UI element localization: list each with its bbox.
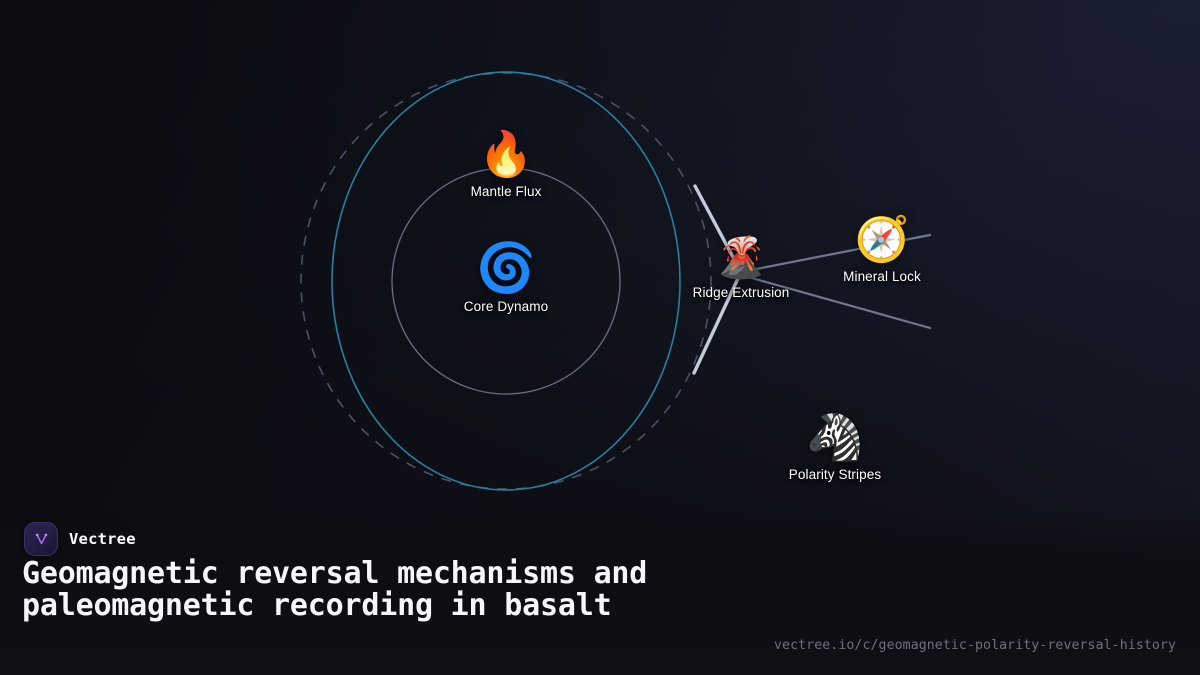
graph-node-label: Mantle Flux	[470, 184, 542, 199]
ridge-to-mineral-lock	[739, 233, 932, 274]
brand-row: Vectree	[24, 522, 136, 556]
source-url: vectree.io/c/geomagnetic-polarity-revers…	[774, 638, 1176, 653]
graph-node-core-dynamo[interactable]: 🌀Core Dynamo	[464, 244, 548, 314]
zebra-icon: 🦓	[806, 410, 864, 464]
graph-node-mantle-flux[interactable]: 🔥 Mantle Flux	[470, 129, 542, 200]
vectree-v-logo-icon	[24, 522, 58, 556]
card-footer: Vectree Geomagnetic reversal mechanisms …	[0, 510, 1200, 675]
graph-node-polarity-stripes[interactable]: 🦓Polarity Stripes	[789, 414, 881, 482]
compass-icon: 🧭	[854, 214, 910, 265]
ridge-to-lower-right	[739, 273, 932, 330]
page-title: Geomagnetic reversal mechanisms and pale…	[22, 556, 648, 623]
ridge-to-upper-left	[693, 184, 743, 274]
brand-name: Vectree	[69, 530, 136, 548]
graph-node-label: Core Dynamo	[463, 299, 549, 314]
graph-node-mineral-lock[interactable]: 🧭 Mineral Lock	[843, 214, 921, 285]
graph-node-ridge-extrusion[interactable]: 🌋 Ridge Extrusion	[693, 238, 790, 300]
fire-icon: 🔥	[478, 129, 534, 180]
teal-ring	[331, 71, 681, 491]
volcano-icon: 🌋	[716, 235, 766, 281]
graph-node-label: Mineral Lock	[843, 269, 921, 284]
graph-node-label: Polarity Stripes	[788, 467, 882, 482]
graph-edges	[692, 184, 932, 375]
orbit-rings	[300, 71, 712, 491]
cyclone-icon: 🌀	[476, 240, 536, 296]
outer-dashed-ring	[300, 72, 712, 490]
ridge-to-lower-left	[692, 270, 743, 375]
graph-node-label: Ridge Extrusion	[692, 285, 790, 300]
inner-ring	[391, 167, 621, 395]
